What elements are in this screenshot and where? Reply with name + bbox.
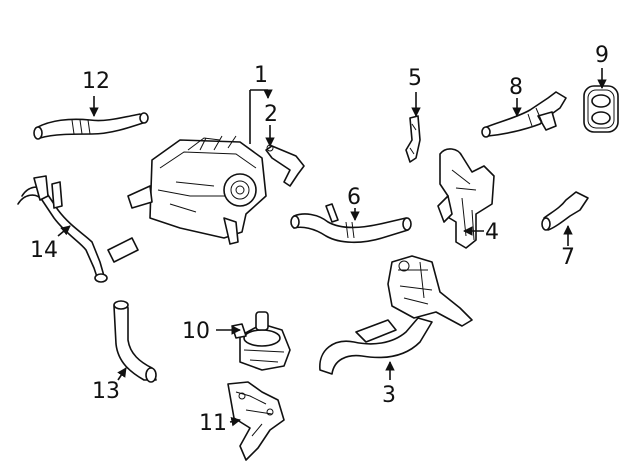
leader-lines bbox=[57, 68, 607, 427]
bracket-2[interactable] bbox=[265, 144, 305, 187]
callout-12: 12 bbox=[82, 69, 110, 94]
callout-13: 13 bbox=[92, 379, 120, 404]
hose-12[interactable] bbox=[33, 112, 149, 140]
callout-7: 7 bbox=[561, 245, 575, 270]
hose-housing-3[interactable] bbox=[319, 255, 473, 375]
bracket-5[interactable] bbox=[405, 115, 421, 163]
hose-7[interactable] bbox=[541, 191, 589, 231]
pump-assembly-1[interactable] bbox=[127, 135, 267, 245]
hose-13[interactable] bbox=[113, 300, 157, 383]
callout-8: 8 bbox=[509, 75, 523, 100]
callout-11: 11 bbox=[199, 411, 227, 436]
callout-4: 4 bbox=[485, 220, 499, 245]
callout-14: 14 bbox=[30, 238, 58, 263]
mount-bracket-11[interactable] bbox=[227, 381, 285, 461]
callout-3: 3 bbox=[382, 383, 396, 408]
hose-6[interactable] bbox=[290, 203, 412, 244]
callout-9: 9 bbox=[595, 43, 609, 68]
grommet-9[interactable] bbox=[583, 85, 619, 133]
callout-1: 1 bbox=[254, 63, 268, 88]
hose-8[interactable] bbox=[481, 91, 567, 138]
water-pump-10[interactable] bbox=[231, 311, 291, 371]
callout-2: 2 bbox=[264, 102, 278, 127]
tube-14[interactable] bbox=[17, 175, 139, 283]
valve-4[interactable] bbox=[437, 148, 495, 249]
callout-5: 5 bbox=[408, 66, 422, 91]
callout-6: 6 bbox=[347, 185, 361, 210]
callout-10: 10 bbox=[182, 319, 210, 344]
